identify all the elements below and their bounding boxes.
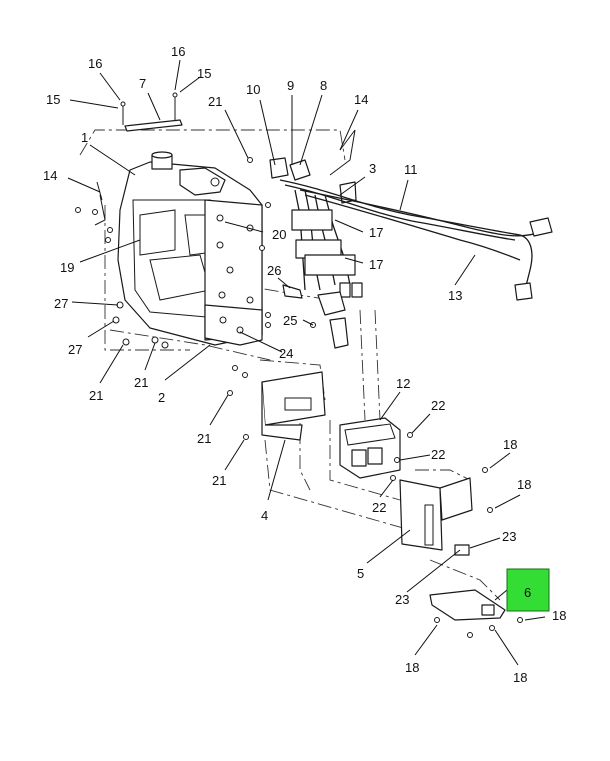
callout-16-right: 16: [171, 44, 185, 59]
callout-3: 3: [369, 161, 376, 176]
callout-18-a: 18: [503, 437, 517, 452]
callout-21-top: 21: [208, 94, 222, 109]
callout-22-c: 22: [372, 500, 386, 515]
callout-8: 8: [320, 78, 327, 93]
callout-12: 12: [396, 376, 410, 391]
lower-plate: [429, 544, 523, 638]
callout-14-right: 14: [354, 92, 368, 107]
callout-18-c: 18: [552, 608, 566, 623]
callout-23-left: 23: [395, 592, 409, 607]
callout-2: 2: [158, 390, 165, 405]
callout-24: 24: [279, 346, 293, 361]
callout-10: 10: [246, 82, 260, 97]
valve-block: [339, 417, 413, 481]
callout-27-lower: 27: [68, 342, 82, 357]
callout-18-b: 18: [517, 477, 531, 492]
callout-16-left: 16: [88, 56, 102, 71]
callout-7: 7: [139, 76, 146, 91]
callout-4: 4: [261, 508, 268, 523]
callout-17-lower: 17: [369, 257, 383, 272]
callout-5: 5: [357, 566, 364, 581]
callout-18-e: 18: [513, 670, 527, 685]
strap-hardware: [120, 92, 183, 132]
small-hardware-mid: [282, 284, 349, 349]
callout-19: 19: [60, 260, 74, 275]
callout-20: 20: [272, 227, 286, 242]
callout-21-mid-b: 21: [212, 473, 226, 488]
highlighted-callout-box: [506, 568, 550, 612]
tank-assembly: [75, 151, 271, 346]
callout-18-d: 18: [405, 660, 419, 675]
callout-17-upper: 17: [369, 225, 383, 240]
callout-labels: 1 2 3 4 5 6 7 8 9 10 11 12 13 14 14 15 1…: [43, 44, 566, 685]
callout-21-left-a: 21: [89, 388, 103, 403]
callout-1: 1: [81, 130, 88, 145]
rod-left: [94, 181, 106, 226]
callout-21-left-b: 21: [134, 375, 148, 390]
callout-13: 13: [448, 288, 462, 303]
callout-9: 9: [287, 78, 294, 93]
callout-14-left: 14: [43, 168, 57, 183]
bracket-plate-4: [227, 365, 326, 441]
callout-26: 26: [267, 263, 281, 278]
callout-15-left: 15: [46, 92, 60, 107]
lower-bracket: [204, 304, 263, 346]
left-fasteners: [112, 301, 169, 349]
callout-21-mid-a: 21: [197, 431, 211, 446]
callout-22-a: 22: [431, 398, 445, 413]
clamp-blocks: [291, 209, 363, 298]
callout-23-right: 23: [502, 529, 516, 544]
callout-25: 25: [283, 313, 297, 328]
callout-22-b: 22: [431, 447, 445, 462]
callout-6: 6: [524, 585, 531, 600]
callout-27-upper: 27: [54, 296, 68, 311]
leader-lines: [67, 59, 546, 666]
callout-11: 11: [404, 162, 418, 177]
mounting-bracket-5: [399, 467, 493, 551]
callout-15-right: 15: [197, 66, 211, 81]
